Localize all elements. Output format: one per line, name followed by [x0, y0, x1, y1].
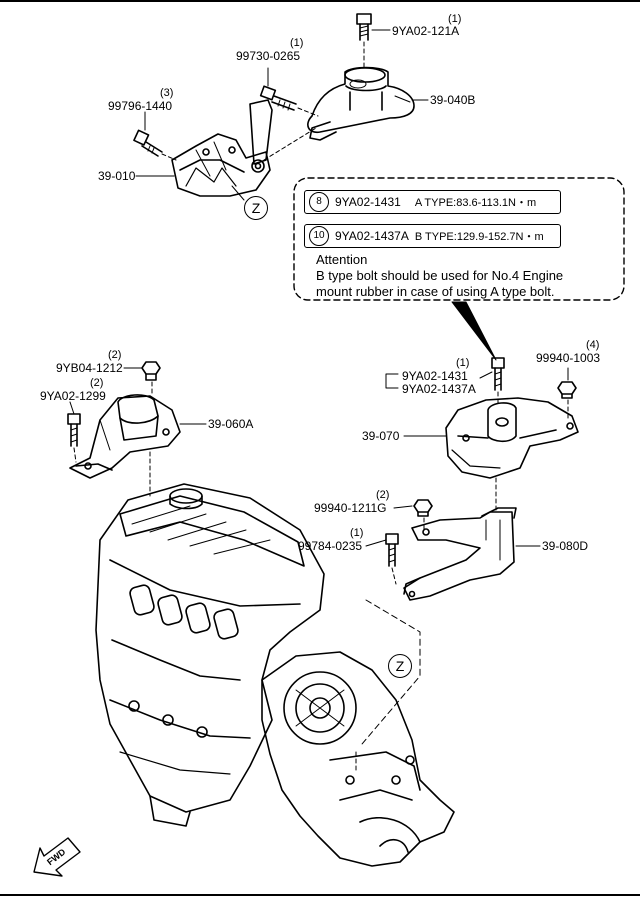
fwd-arrow	[33, 837, 81, 877]
torque-row-a: 8 9YA02-1431 A TYPE:83.6-113.1N・m	[304, 190, 561, 214]
dash-line	[361, 599, 421, 745]
qty-bolt-99784-0235: (1)	[350, 527, 364, 539]
engine-block	[95, 483, 325, 827]
bolt-99784-0235	[385, 533, 399, 567]
label-99796-1440: 99796-1440	[108, 99, 173, 113]
label-9ya02-1431: 9YA02-1431	[402, 369, 468, 383]
mount-39-060a	[69, 394, 181, 479]
label-39-070: 39-070	[362, 429, 400, 443]
torque-callout: 8 9YA02-1431 A TYPE:83.6-113.1N・m 10 9YA…	[294, 178, 624, 300]
bracket-arrow	[385, 373, 399, 389]
bolt-99730-0265	[259, 85, 297, 111]
bracket-39-080d	[403, 507, 517, 601]
label-99784-0235: 99784-0235	[298, 539, 363, 553]
dash-line	[263, 127, 317, 161]
leader-line	[393, 505, 413, 509]
bolt-9ya02-1299	[67, 413, 81, 447]
torque-spec-b: B TYPE:129.9-152.7N・m	[414, 231, 544, 243]
leader-line	[69, 401, 75, 415]
qty-nut-9yb04-1212: (2)	[108, 349, 122, 361]
reference-z-marker-lower: Z	[388, 654, 412, 678]
nut-99940-1003	[557, 381, 577, 399]
qty-bolt-99796-1440: (3)	[160, 87, 174, 99]
callout-border	[293, 177, 625, 301]
label-39-040b: 39-040B	[430, 93, 476, 107]
dash-line	[297, 107, 319, 117]
callout-pointer	[451, 301, 497, 361]
label-9ya02-1299: 9YA02-1299	[40, 389, 106, 403]
transmission	[261, 651, 455, 867]
qty-bolt-9ya02-121a: (1)	[448, 13, 462, 25]
leader-line	[479, 371, 493, 379]
circle-number-10: 10	[309, 226, 329, 246]
torque-part-1431: 9YA02-1431	[335, 195, 401, 209]
label-99940-1003: 99940-1003	[536, 351, 601, 365]
label-99730-0265: 99730-0265	[236, 49, 301, 63]
qty-bolt-99730-0265: (1)	[290, 37, 304, 49]
label-9yb04-1212: 9YB04-1212	[56, 361, 123, 375]
bolt-9ya02-1431	[491, 357, 505, 391]
dash-line	[161, 153, 177, 161]
torque-spec-a: A TYPE:83.6-113.1N・m	[414, 197, 537, 209]
reference-z-marker: Z	[244, 196, 268, 220]
torque-row-b: 10 9YA02-1437A B TYPE:129.9-152.7N・m	[304, 224, 561, 248]
nut-9yb04-1212	[141, 361, 161, 381]
bottom-border	[0, 894, 640, 896]
dash-line	[391, 567, 397, 585]
mount-39-070	[445, 397, 579, 479]
qty-bolt-9ya02-1431: (1)	[456, 357, 470, 369]
label-39-060a: 39-060A	[208, 417, 254, 431]
torque-part-1437a: 9YA02-1437A	[335, 229, 409, 243]
attention-line-2: mount rubber in case of using A type bol…	[316, 284, 555, 299]
leader-line	[231, 185, 245, 201]
label-9ya02-121a: 9YA02-121A	[392, 24, 460, 38]
attention-title: Attention	[316, 252, 368, 267]
label-9ya02-1437a: 9YA02-1437A	[402, 382, 476, 396]
label-99940-1211g: 99940-1211G	[314, 501, 387, 515]
label-39-080d: 39-080D	[542, 539, 589, 553]
dash-line	[73, 447, 77, 463]
qty-nut-99940-1003: (4)	[586, 339, 600, 351]
circle-number-8: 8	[309, 192, 329, 212]
mount-39-040b	[307, 66, 415, 141]
bracket-39-010	[171, 99, 273, 197]
attention-line-1: B type bolt should be used for No.4 Engi…	[316, 268, 564, 283]
label-39-010: 39-010	[98, 169, 136, 183]
top-border	[0, 0, 640, 2]
leader-line	[365, 539, 387, 547]
qty-bolt-9ya02-1299: (2)	[90, 377, 104, 389]
bolt-99796-1440	[133, 129, 163, 157]
bolt-9ya02-121a	[356, 13, 372, 41]
qty-nut-99940-1211g: (2)	[376, 489, 390, 501]
nut-99940-1211g	[413, 499, 433, 517]
